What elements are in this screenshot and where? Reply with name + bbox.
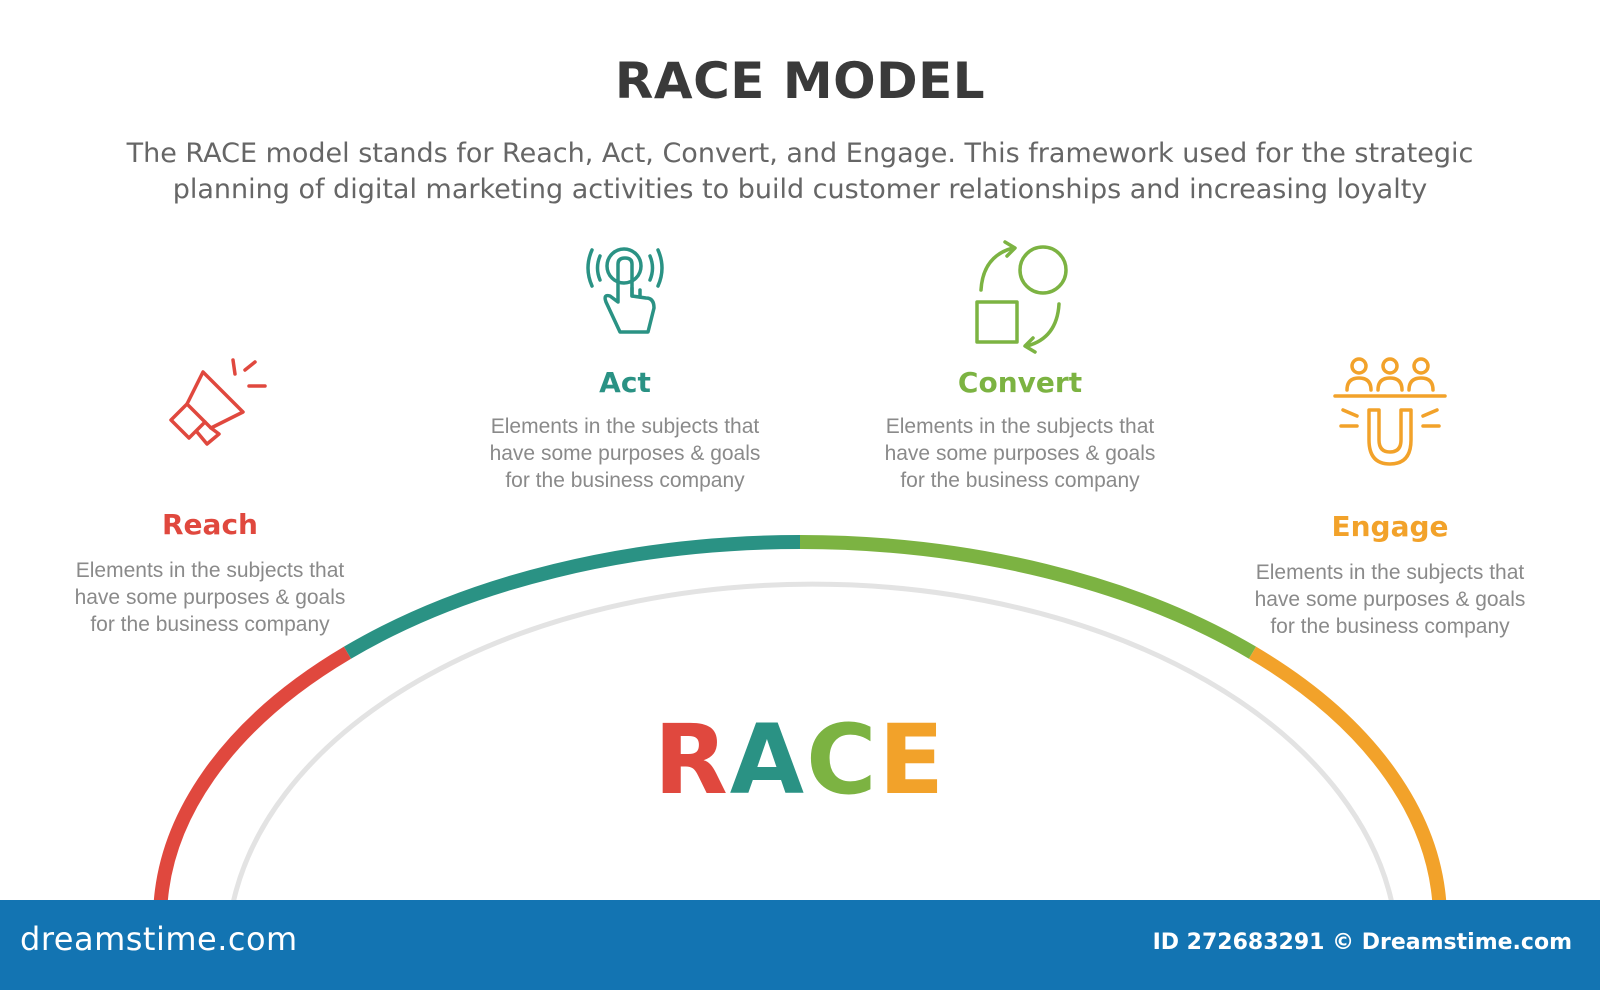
- race-letter-e: E: [878, 704, 947, 816]
- desc-line: for the business company: [1270, 615, 1510, 638]
- desc-line: Elements in the subjects that: [885, 415, 1155, 438]
- page-subtitle: The RACE model stands for Reach, Act, Co…: [126, 138, 1474, 205]
- inner-arc: [231, 581, 1394, 900]
- race-acronym: RACE: [0, 704, 1600, 816]
- stage-description: Elements in the subjects that have some …: [870, 413, 1170, 494]
- race-letter-a: A: [729, 704, 807, 816]
- stage-label: Convert: [957, 366, 1083, 399]
- stage-reach: Reach Elements in the subjects that have…: [60, 350, 360, 638]
- desc-line: have some purposes & goals: [884, 442, 1156, 465]
- desc-line: have some purposes & goals: [489, 442, 761, 465]
- stage-description: Elements in the subjects that have some …: [475, 413, 775, 494]
- footer-stock-id: ID 272683291 © Dreamstime.com: [1152, 930, 1572, 955]
- desc-line: Elements in the subjects that: [1255, 561, 1525, 584]
- arc-segment-act: [343, 535, 801, 659]
- desc-line: Elements in the subjects that: [490, 415, 760, 438]
- people-magnet-icon: [1333, 357, 1447, 466]
- stage-label: Engage: [1331, 510, 1449, 543]
- stage-act: Act Elements in the subjects that have s…: [475, 238, 775, 494]
- stage-label: Act: [599, 366, 651, 399]
- desc-line: for the business company: [505, 469, 745, 492]
- race-letter-c: C: [806, 704, 879, 816]
- race-arc: [153, 535, 1447, 900]
- desc-line: Elements in the subjects that: [75, 559, 345, 582]
- arc-segment-reach: [153, 646, 352, 900]
- touch-hand-icon: [586, 247, 664, 334]
- desc-line: for the business company: [90, 613, 330, 636]
- watermark-footer: dreamstime.com ID 272683291 © Dreamstime…: [0, 900, 1600, 990]
- page-title: RACE MODEL: [614, 52, 986, 110]
- desc-line: have some purposes & goals: [1254, 588, 1526, 611]
- desc-line: have some purposes & goals: [74, 586, 346, 609]
- stage-convert: Convert Elements in the subjects that ha…: [870, 238, 1170, 494]
- desc-line: for the business company: [900, 469, 1140, 492]
- stage-engage: Engage Elements in the subjects that hav…: [1240, 352, 1540, 640]
- shape-cycle-icon: [975, 240, 1068, 354]
- race-diagram: Reach Elements in the subjects that have…: [0, 238, 1600, 900]
- stage-description: Elements in the subjects that have some …: [60, 557, 360, 638]
- footer-brand: dreamstime.com: [20, 920, 298, 958]
- stage-label: Reach: [162, 508, 258, 541]
- arc-segment-engage: [1248, 646, 1447, 900]
- arc-segment-convert: [799, 535, 1257, 659]
- race-letter-r: R: [653, 704, 730, 816]
- stage-description: Elements in the subjects that have some …: [1240, 559, 1540, 640]
- megaphone-icon: [169, 358, 267, 446]
